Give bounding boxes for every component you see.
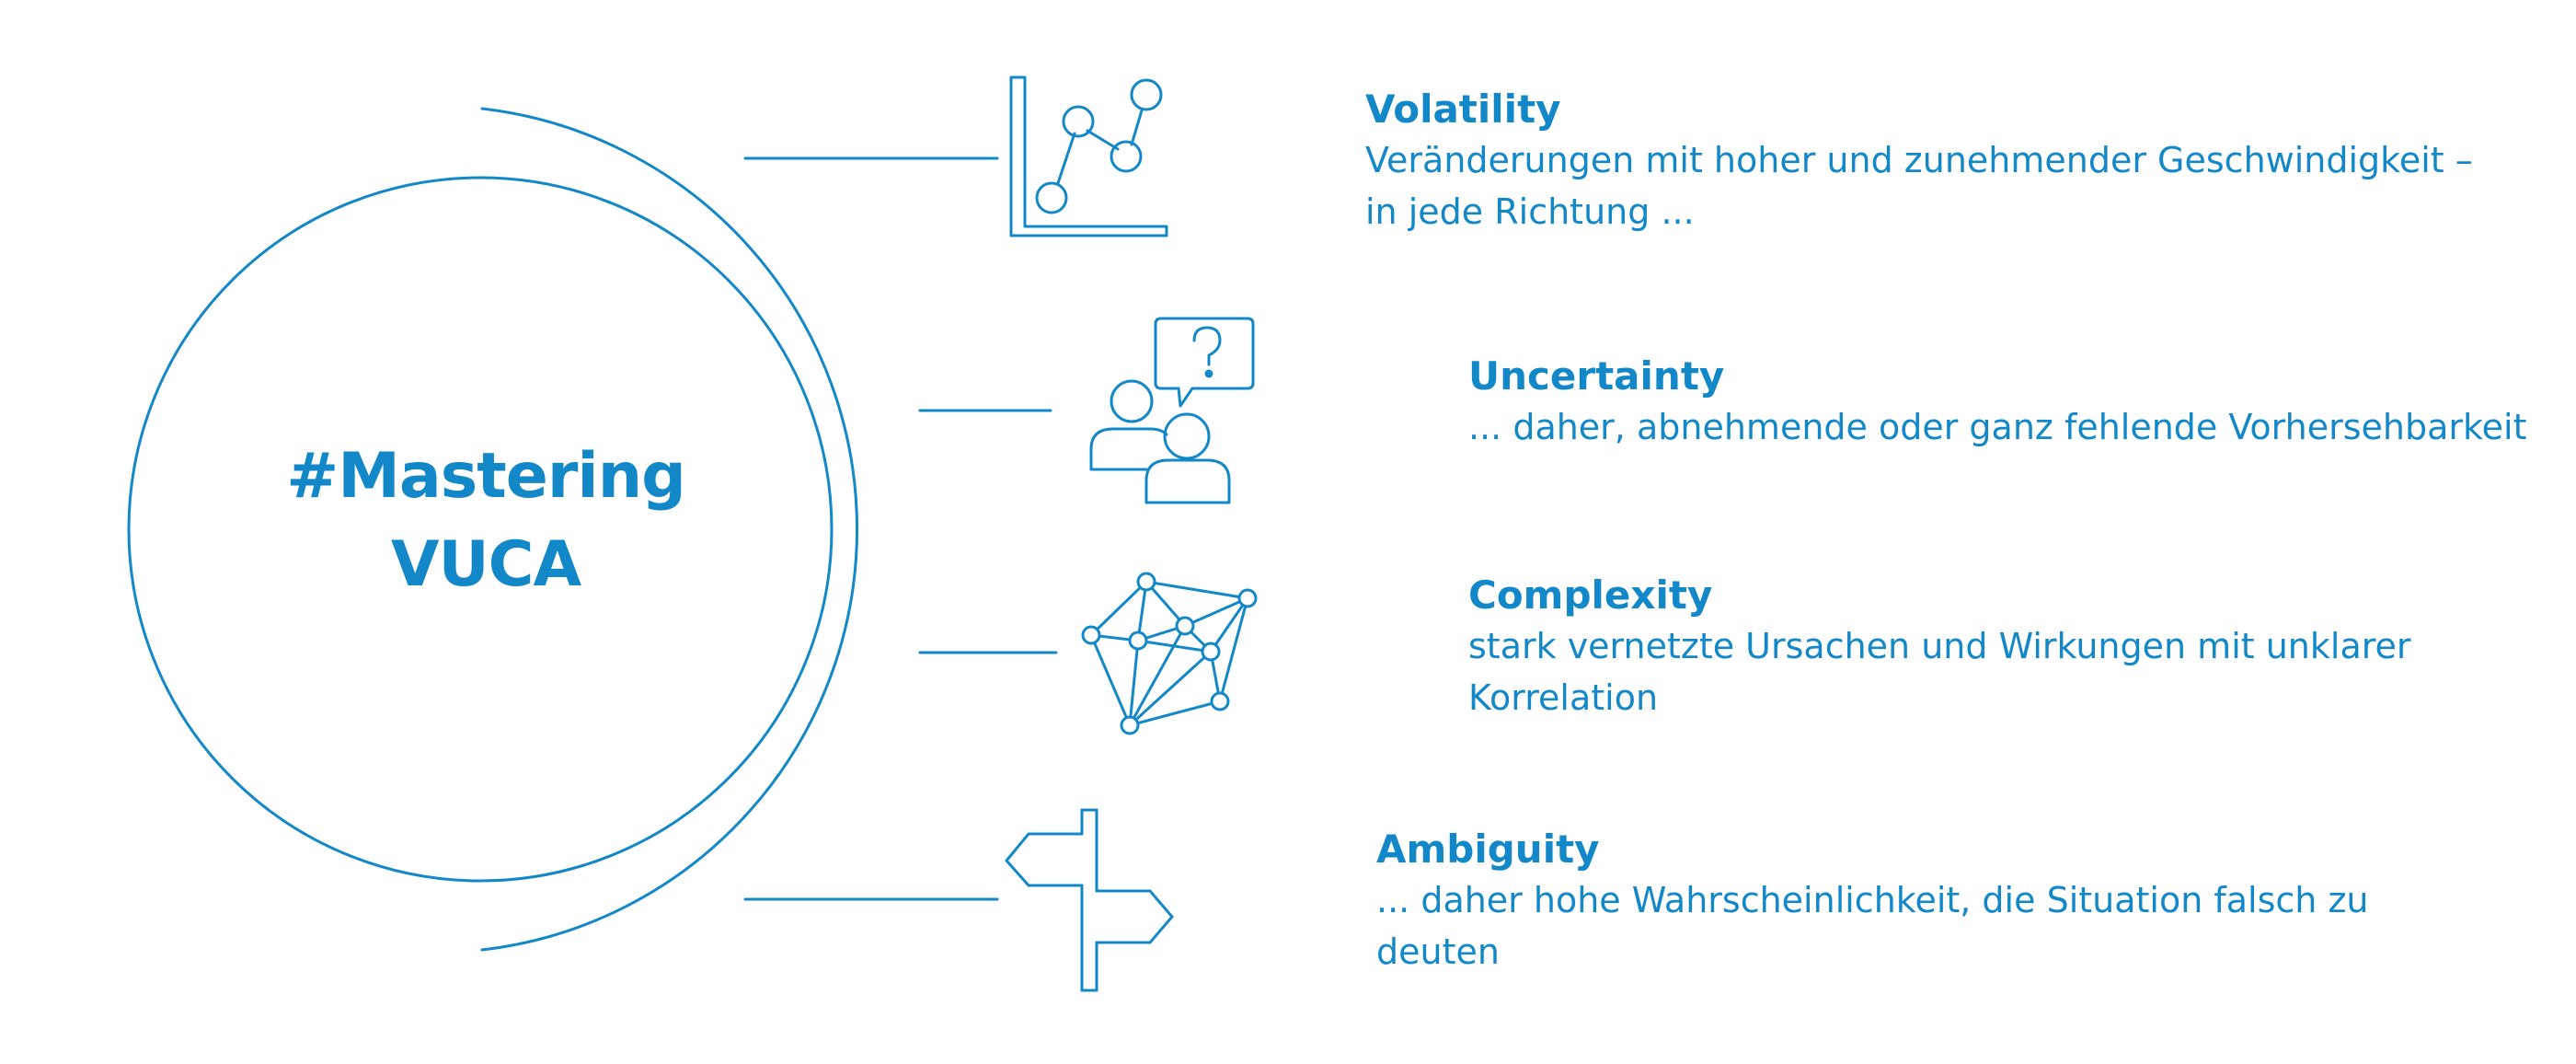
- ambiguity-block: Ambiguity ... daher hohe Wahrscheinlichk…: [1376, 825, 2398, 977]
- volatility-description: Veränderungen mit hoher und zunehmender …: [1365, 140, 2473, 232]
- uncertainty-description: ... daher, abnehmende oder ganz fehlende…: [1468, 407, 2527, 447]
- line-chart-icon: [1009, 75, 1168, 237]
- uncertainty-heading: Uncertainty: [1468, 353, 1725, 399]
- uncertainty-block: Uncertainty ... daher, abnehmende oder g…: [1468, 352, 2563, 453]
- center-circle: [127, 176, 834, 883]
- volatility-block: Volatility Veränderungen mit hoher und z…: [1365, 85, 2515, 237]
- network-icon: [1081, 572, 1258, 735]
- center-title-line2: VUCA: [390, 528, 581, 601]
- ambiguity-heading: Ambiguity: [1376, 827, 1600, 872]
- center-title-line1: #Mastering: [286, 440, 686, 513]
- volatility-heading: Volatility: [1365, 87, 1561, 132]
- ambiguity-description: ... daher hohe Wahrscheinlichkeit, die S…: [1376, 880, 2369, 972]
- signpost-icon: [1005, 808, 1174, 992]
- center-title: #Mastering VUCA: [191, 433, 780, 609]
- outer-arc: [480, 107, 858, 952]
- people-question-icon: [1089, 317, 1255, 504]
- complexity-block: Complexity stark vernetzte Ursachen und …: [1468, 571, 2471, 723]
- complexity-heading: Complexity: [1468, 572, 1713, 618]
- complexity-description: stark vernetzte Ursachen und Wirkungen m…: [1468, 626, 2411, 718]
